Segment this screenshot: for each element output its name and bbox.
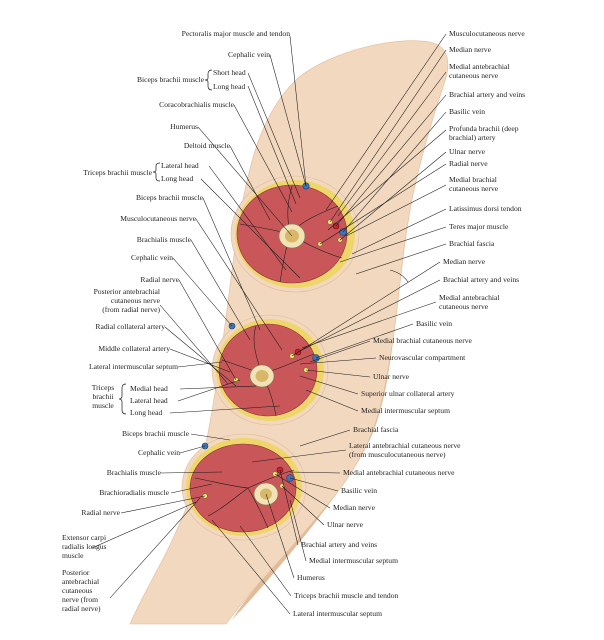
- label-basilic-vein-2: Basilic vein: [416, 319, 452, 328]
- label-pectoralis-major: Pectoralis major muscle and tendon: [182, 29, 291, 38]
- cross-section-proximal: [230, 175, 360, 293]
- label-median-nerve-3: Median nerve: [333, 503, 376, 512]
- label-radial-nerve-2: Radial nerve: [140, 275, 179, 284]
- label-medial-head: Medial head: [130, 384, 168, 393]
- label-basilic-vein-3: Basilic vein: [341, 486, 377, 495]
- label-biceps-group-1: Biceps brachii muscle: [137, 75, 205, 84]
- label-teres-major: Teres major muscle: [449, 222, 509, 231]
- label-brachialis-2: Brachialis muscle: [137, 235, 192, 244]
- label-latissimus: Latissimus dorsi tendon: [449, 204, 522, 213]
- grouping-braces: [118, 69, 213, 415]
- label-post-antebrachial-2b: cutaneous nerve: [111, 296, 161, 305]
- label-ulnar-nerve-3: Ulnar nerve: [327, 520, 364, 529]
- label-neurovascular: Neurovascular compartment: [379, 353, 466, 362]
- label-median-nerve-2: Median nerve: [443, 257, 486, 266]
- label-long-head-3: Long head: [130, 408, 162, 417]
- label-cephalic-vein-1: Cephalic vein: [228, 50, 270, 59]
- label-post-antebrachial-3c: cutaneous: [62, 586, 92, 595]
- label-radial-nerve-1: Radial nerve: [449, 159, 488, 168]
- label-profunda-b: brachial) artery: [449, 133, 496, 142]
- labels-left: Pectoralis major muscle and tendon Cepha…: [62, 29, 290, 613]
- label-ecrl-a: Extensor carpi: [62, 533, 106, 542]
- section1-septa: [239, 185, 343, 283]
- label-ecrl-c: muscle: [62, 551, 84, 560]
- label-post-antebrachial-2a: Posterior antebrachial: [94, 287, 160, 296]
- label-triceps-group-2c: muscle: [92, 401, 114, 410]
- section3-septa: [194, 469, 295, 529]
- label-biceps-3: Biceps brachii muscle: [122, 429, 190, 438]
- label-median-nerve-1: Median nerve: [449, 45, 492, 54]
- label-coracobrachialis: Coracobrachialis muscle: [159, 100, 234, 109]
- label-med-antebrachial-2a: Medial antebrachial: [439, 293, 500, 302]
- label-radial-collateral: Radial collateral artery: [95, 322, 165, 331]
- label-triceps-tendon: Triceps brachii muscle and tendon: [294, 591, 399, 600]
- label-lateral-intermuscular-2: Lateral intermuscular septum: [89, 362, 178, 371]
- label-radial-nerve-3: Radial nerve: [81, 508, 120, 517]
- label-lateral-head-2: Lateral head: [130, 396, 168, 405]
- label-med-brachial-1a: Medial brachial: [449, 175, 497, 184]
- section2-marrow: [255, 370, 269, 382]
- label-long-head-2: Long head: [161, 174, 193, 183]
- label-musculocutaneous-2: Musculocutaneous nerve: [120, 214, 196, 223]
- label-medial-intermuscular-3: Medial intermuscular septum: [309, 556, 398, 565]
- brace-biceps-1: [204, 69, 213, 91]
- label-med-antebrachial-1b: cutaneous nerve: [449, 71, 499, 80]
- label-brachial-artery-2: Brachial artery and veins: [443, 275, 519, 284]
- label-post-antebrachial-2c: (from radial nerve): [102, 305, 160, 314]
- label-short-head: Short head: [213, 68, 246, 77]
- label-lateral-head-1: Lateral head: [161, 161, 199, 170]
- label-brachial-fascia-3: Brachial fascia: [353, 425, 399, 434]
- label-medial-intermuscular-2: Medial intermuscular septum: [361, 406, 450, 415]
- label-humerus-1: Humerus: [170, 122, 198, 131]
- cross-section-middle: [211, 314, 329, 426]
- label-superior-ulnar: Superior ulnar collateral artery: [361, 389, 455, 398]
- label-middle-collateral: Middle collateral artery: [98, 344, 170, 353]
- label-cephalic-vein-2: Cephalic vein: [131, 253, 173, 262]
- label-med-antebrachial-3: Medial antebrachial cutaneous nerve: [343, 468, 455, 477]
- label-med-antebrachial-1a: Medial antebrachial: [449, 62, 510, 71]
- label-triceps-group-2a: Triceps: [92, 383, 115, 392]
- label-post-antebrachial-3a: Posterior: [62, 568, 90, 577]
- label-profunda-a: Profunda brachii (deep: [449, 124, 519, 133]
- label-musculocutaneous-1: Musculocutaneous nerve: [449, 29, 525, 38]
- brace-triceps-2: [118, 383, 127, 415]
- label-deltoid: Deltoid muscle: [184, 141, 231, 150]
- label-triceps-group-1: Triceps brachii muscle: [83, 168, 153, 177]
- leader-lines: [91, 33, 447, 615]
- label-ecrl-b: radialis longus: [62, 542, 107, 551]
- cross-section-distal: [181, 433, 307, 541]
- section3-muscle: [189, 443, 297, 533]
- label-ulnar-nerve-2: Ulnar nerve: [373, 372, 410, 381]
- label-brachial-artery-1: Brachial artery and veins: [449, 90, 525, 99]
- label-ulnar-nerve-1: Ulnar nerve: [449, 147, 486, 156]
- label-post-antebrachial-3b: antebrachial: [62, 577, 99, 586]
- label-lat-antebrachial-a: Lateral antebrachial cutaneous nerve: [349, 441, 461, 450]
- label-med-brachial-2: Medial brachial cutaneous nerve: [373, 336, 473, 345]
- labels-right: Musculocutaneous nerve Median nerve Medi…: [293, 29, 525, 618]
- label-lat-antebrachial-b: (from musculocutaneous nerve): [349, 450, 446, 459]
- label-cephalic-vein-3: Cephalic vein: [138, 448, 180, 457]
- axilla-fold: [389, 269, 409, 283]
- label-med-brachial-1b: cutaneous nerve: [449, 184, 499, 193]
- label-humerus-3: Humerus: [297, 573, 325, 582]
- label-brachial-fascia-1: Brachial fascia: [449, 239, 495, 248]
- label-lateral-intermuscular-3: Lateral intermuscular septum: [293, 609, 382, 618]
- label-post-antebrachial-3e: radial nerve): [62, 604, 101, 613]
- label-triceps-group-2b: brachii: [92, 392, 113, 401]
- label-med-antebrachial-2b: cutaneous nerve: [439, 302, 489, 311]
- section2-septa: [221, 325, 315, 417]
- brace-triceps-1: [152, 162, 161, 182]
- label-basilic-vein-1: Basilic vein: [449, 107, 485, 116]
- label-brachioradialis: Brachioradialis muscle: [99, 488, 169, 497]
- label-brachial-artery-3: Brachial artery and veins: [301, 540, 377, 549]
- label-post-antebrachial-3d: nerve (from: [62, 595, 98, 604]
- label-brachialis-3: Brachialis muscle: [107, 468, 162, 477]
- label-long-head-1: Long head: [213, 82, 245, 91]
- label-biceps-2: Biceps brachii muscle: [136, 193, 204, 202]
